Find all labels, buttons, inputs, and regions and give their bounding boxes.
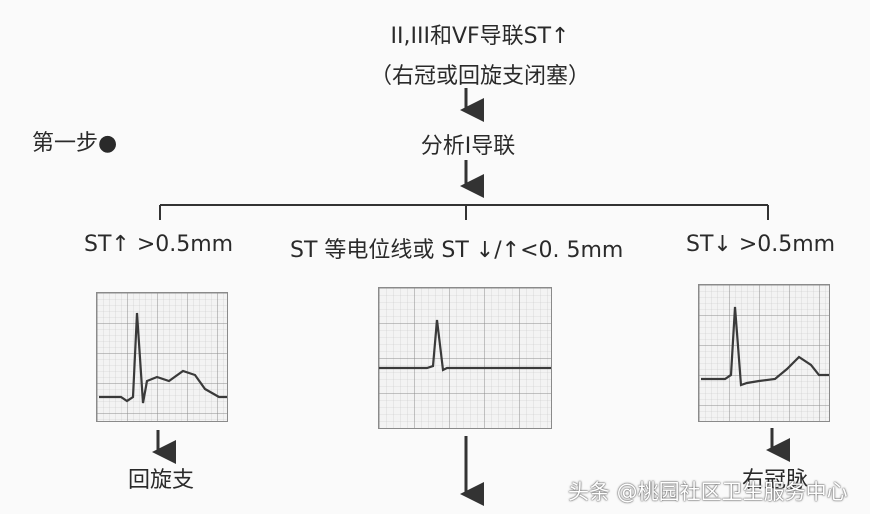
ecg-trace-right [699,285,829,421]
ecg-panel-left [96,292,228,422]
ecg-trace-middle [379,288,551,428]
ecg-panel-middle [378,287,552,429]
ecg-panel-right [698,284,830,422]
step1-action: 分析I导联 [420,134,516,159]
branch-right-result: 右冠脉 [742,468,809,493]
branch-left-condition: ST↑ >0.5mm [84,232,234,257]
branch-right-condition: ST↓ >0.5mm [686,232,836,257]
branch-left-result: 回旋支 [128,468,195,493]
header-line2: （右冠或回旋支闭塞） [369,64,591,89]
header-line1: II,III和VF导联ST↑ [390,24,570,49]
ecg-trace-left [97,293,227,421]
watermark: 头条 @桃园社区卫生服务中心 [568,480,848,504]
step1-label: 第一步● [32,131,118,156]
branch-middle-condition: ST 等电位线或 ST ↓/↑<0. 5mm [290,238,624,263]
